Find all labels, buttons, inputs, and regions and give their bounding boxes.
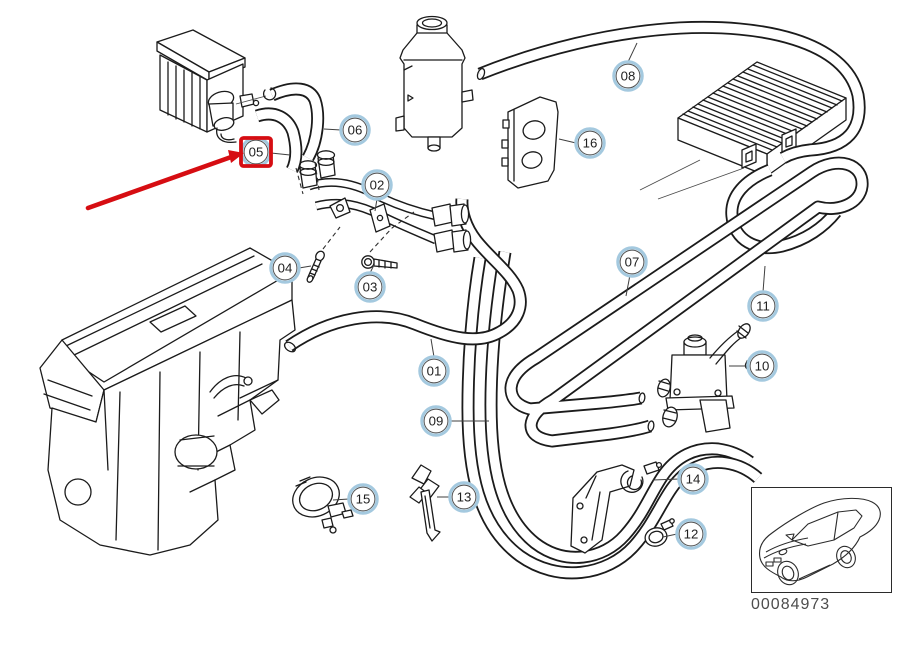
callout-leader-lines	[270, 42, 766, 538]
callout-label-03: 03	[363, 280, 378, 295]
callout-label-07: 07	[625, 255, 640, 270]
heater-core-fins	[682, 64, 843, 151]
expansion-tank-drawing	[395, 15, 474, 152]
diagram-code: 00084973	[751, 596, 831, 613]
callout-15[interactable]: 15	[347, 483, 379, 515]
callout-label-09: 09	[429, 414, 444, 429]
callout-label-10: 10	[755, 359, 770, 374]
callout-label-06: 06	[348, 123, 363, 138]
hose-clamp-12-drawing	[644, 518, 675, 547]
leader-line-07	[625, 274, 631, 297]
callout-08[interactable]: 08	[612, 60, 644, 92]
vehicle-silhouette	[758, 497, 881, 586]
callout-13[interactable]: 13	[448, 481, 480, 513]
callout-label-14: 14	[686, 472, 701, 487]
highlight-arrow	[85, 153, 237, 211]
callout-12[interactable]: 12	[675, 518, 707, 550]
callout-09[interactable]: 09	[420, 405, 452, 437]
callout-04[interactable]: 04	[269, 252, 301, 284]
engine-block-drawing	[39, 247, 296, 556]
hose-holder-clip-13-drawing	[409, 464, 441, 542]
bracket-14-drawing	[570, 461, 663, 554]
bolt-03-drawing	[361, 255, 398, 269]
callout-label-08: 08	[621, 69, 636, 84]
callout-03[interactable]: 03	[354, 271, 386, 303]
callout-05[interactable]: 05	[240, 136, 272, 168]
leader-line-15	[332, 498, 350, 501]
callout-10[interactable]: 10	[746, 350, 778, 382]
leader-line-02	[374, 198, 378, 212]
leader-line-08	[627, 42, 638, 63]
callout-label-01: 01	[427, 364, 442, 379]
leader-line-14	[652, 478, 680, 481]
callout-label-15: 15	[356, 492, 371, 507]
leader-line-06	[323, 128, 342, 131]
callout-label-05: 05	[249, 145, 264, 160]
callout-label-04: 04	[278, 261, 293, 276]
callout-label-13: 13	[457, 490, 472, 505]
callout-11[interactable]: 11	[747, 290, 779, 322]
callout-14[interactable]: 14	[677, 463, 709, 495]
callout-01[interactable]: 01	[418, 355, 450, 387]
hose-05-06-drawings	[254, 82, 325, 173]
highlight-box	[239, 136, 273, 168]
alignment-lines	[295, 161, 415, 253]
callout-06[interactable]: 06	[339, 114, 371, 146]
water-pipe-assembly-drawing	[298, 150, 472, 253]
leader-line-04	[298, 265, 312, 269]
callout-02[interactable]: 02	[361, 169, 393, 201]
callout-16[interactable]: 16	[574, 127, 606, 159]
leader-line-05	[270, 152, 291, 156]
bolt-04-drawing	[306, 250, 325, 283]
callout-label-02: 02	[370, 178, 385, 193]
callout-07[interactable]: 07	[616, 246, 648, 278]
hose-drawings	[283, 20, 869, 580]
callout-label-16: 16	[583, 136, 598, 151]
bracket-plate-drawing	[501, 96, 559, 189]
leader-line-12	[662, 533, 678, 538]
leader-line-16	[558, 138, 577, 144]
water-valve-drawing	[657, 323, 760, 433]
leader-line-01	[430, 338, 435, 358]
hose-clamp-15-drawing	[292, 476, 354, 534]
callout-label-12: 12	[684, 527, 699, 542]
highlight-group	[85, 136, 273, 211]
auxiliary-water-pump-drawing	[156, 29, 267, 144]
vehicle-thumbnail-box	[751, 487, 892, 593]
leader-line-11	[762, 265, 766, 293]
callout-label-11: 11	[756, 299, 770, 314]
